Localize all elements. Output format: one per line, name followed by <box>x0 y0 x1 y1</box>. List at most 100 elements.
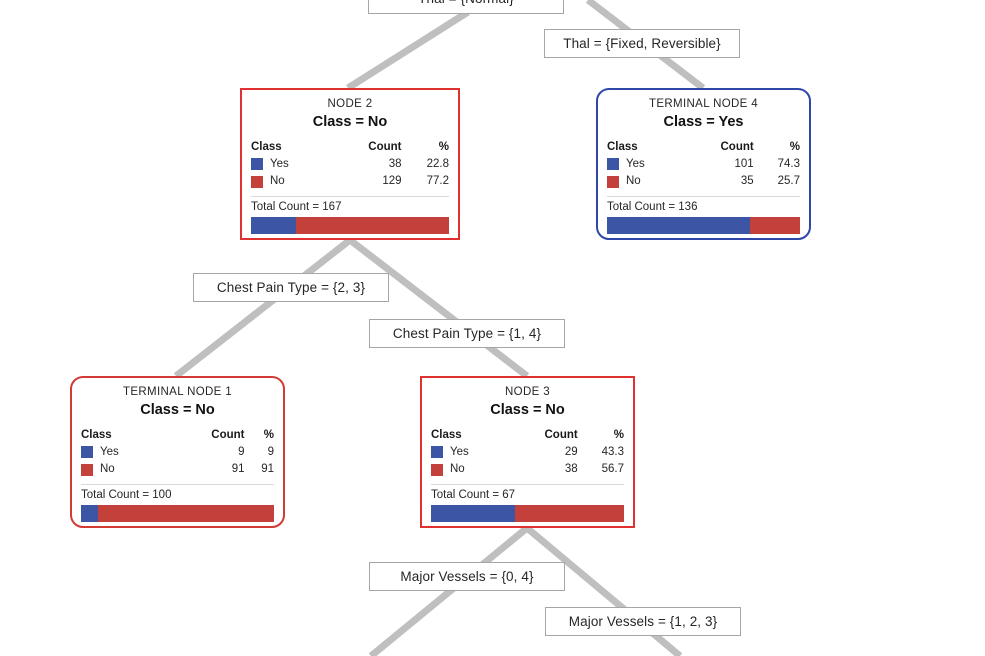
class-name: No <box>270 175 285 188</box>
count-cell: 9 <box>238 445 245 458</box>
count-cell: 129 <box>382 175 402 188</box>
legend-swatch-no-icon <box>81 463 93 476</box>
node-class-label: Class = No <box>490 402 565 419</box>
split-label-text: Major Vessels = {0, 4} <box>400 568 534 584</box>
column-header-percent: % <box>789 140 800 153</box>
tree-node-terminal-node-1[interactable]: TERMINAL NODE 1 Class = No Class Count% Yes 9… <box>70 376 285 528</box>
legend-swatch-no-icon <box>607 175 619 188</box>
class-cell: Yes <box>251 156 331 174</box>
node-title: NODE 2 <box>327 98 373 110</box>
table-row: No 91 91 <box>81 461 274 479</box>
table-header-row: Class Count% <box>251 141 449 156</box>
split-label-thal-fixed-rev[interactable]: Thal = {Fixed, Reversible} <box>544 29 740 58</box>
class-cell: Yes <box>81 444 168 462</box>
class-name: No <box>626 175 641 188</box>
column-header-class: Class <box>81 428 112 441</box>
percent-cell: 25.7 <box>777 175 800 188</box>
table-row: Yes 29 43.3 <box>431 444 624 462</box>
total-count: Total Count = 136 <box>607 200 698 213</box>
total-count: Total Count = 67 <box>431 488 516 501</box>
split-label-thal-normal[interactable]: Thal = {Normal} <box>368 0 564 14</box>
percent-cell: 43.3 <box>601 445 624 458</box>
class-cell: No <box>81 461 168 479</box>
percent-cell: 77.2 <box>426 175 449 188</box>
column-header-class: Class <box>431 428 462 441</box>
class-name: Yes <box>450 445 469 458</box>
node-title: TERMINAL NODE 4 <box>649 98 758 110</box>
tree-edge-node2-to-tn1 <box>173 237 353 379</box>
bar-segment-no <box>514 504 624 522</box>
total-count: Total Count = 167 <box>251 200 342 213</box>
bar-segment-yes <box>81 504 99 522</box>
column-header-count: Count <box>544 428 578 441</box>
node-divider <box>607 195 800 197</box>
class-name: No <box>450 463 465 476</box>
legend-swatch-yes-icon <box>431 446 443 459</box>
percent-cell: 74.3 <box>777 157 800 170</box>
table-header-row: Class Count% <box>81 429 274 444</box>
count-cell: 35 <box>740 175 754 188</box>
count-cell: 101 <box>734 157 754 170</box>
column-header-count: Count <box>368 140 402 153</box>
table-row: No 35 25.7 <box>607 173 800 191</box>
node-divider <box>251 195 449 197</box>
class-name: Yes <box>626 157 645 170</box>
tree-edge-node2-to-node3 <box>347 237 530 379</box>
split-label-mv-1-2-3[interactable]: Major Vessels = {1, 2, 3} <box>545 607 741 636</box>
split-label-cpt-1-4[interactable]: Chest Pain Type = {1, 4} <box>369 319 565 348</box>
node-divider <box>431 483 624 485</box>
legend-swatch-no-icon <box>251 175 263 188</box>
class-cell: No <box>431 461 509 479</box>
class-distribution-bar <box>607 216 800 234</box>
class-cell: Yes <box>431 444 509 462</box>
column-header-percent: % <box>613 428 624 441</box>
class-cell: Yes <box>607 156 685 174</box>
count-cell: 38 <box>564 463 578 476</box>
legend-swatch-yes-icon <box>251 158 263 171</box>
count-cell: 38 <box>388 157 402 170</box>
column-header-class: Class <box>251 140 282 153</box>
table-header-row: Class Count% <box>431 429 624 444</box>
bar-segment-no <box>750 216 800 234</box>
split-label-text: Thal = {Fixed, Reversible} <box>563 35 721 51</box>
tree-edge-node3-to-left <box>368 525 530 656</box>
legend-swatch-no-icon <box>431 463 443 476</box>
bar-segment-yes <box>607 216 751 234</box>
class-name: Yes <box>270 157 289 170</box>
column-header-percent: % <box>438 140 449 153</box>
node-class-label: Class = No <box>140 402 215 419</box>
bar-segment-no <box>98 504 274 522</box>
column-header-class: Class <box>607 140 638 153</box>
column-header-count: Count <box>211 428 245 441</box>
split-label-text: Chest Pain Type = {1, 4} <box>392 325 542 341</box>
count-cell: 29 <box>564 445 578 458</box>
legend-swatch-yes-icon <box>607 158 619 171</box>
split-label-cpt-2-3[interactable]: Chest Pain Type = {2, 3} <box>193 273 389 302</box>
split-label-text: Major Vessels = {1, 2, 3} <box>568 613 718 629</box>
column-header-percent: % <box>263 428 274 441</box>
class-cell: No <box>251 173 331 191</box>
count-cell: 91 <box>231 463 245 476</box>
class-name: Yes <box>100 445 119 458</box>
class-distribution-bar <box>251 216 449 234</box>
percent-cell: 91 <box>261 463 274 476</box>
percent-cell: 56.7 <box>601 463 624 476</box>
split-label-text: Chest Pain Type = {2, 3} <box>216 279 366 295</box>
table-row: Yes 101 74.3 <box>607 156 800 174</box>
node-class-label: Class = Yes <box>663 114 744 131</box>
node-title: TERMINAL NODE 1 <box>123 386 232 398</box>
split-label-mv-0-4[interactable]: Major Vessels = {0, 4} <box>369 562 565 591</box>
bar-segment-yes <box>431 504 515 522</box>
bar-segment-yes <box>251 216 297 234</box>
bar-segment-no <box>296 216 449 234</box>
split-label-text: Thal = {Normal} <box>418 0 514 6</box>
node-class-label: Class = No <box>312 114 388 131</box>
